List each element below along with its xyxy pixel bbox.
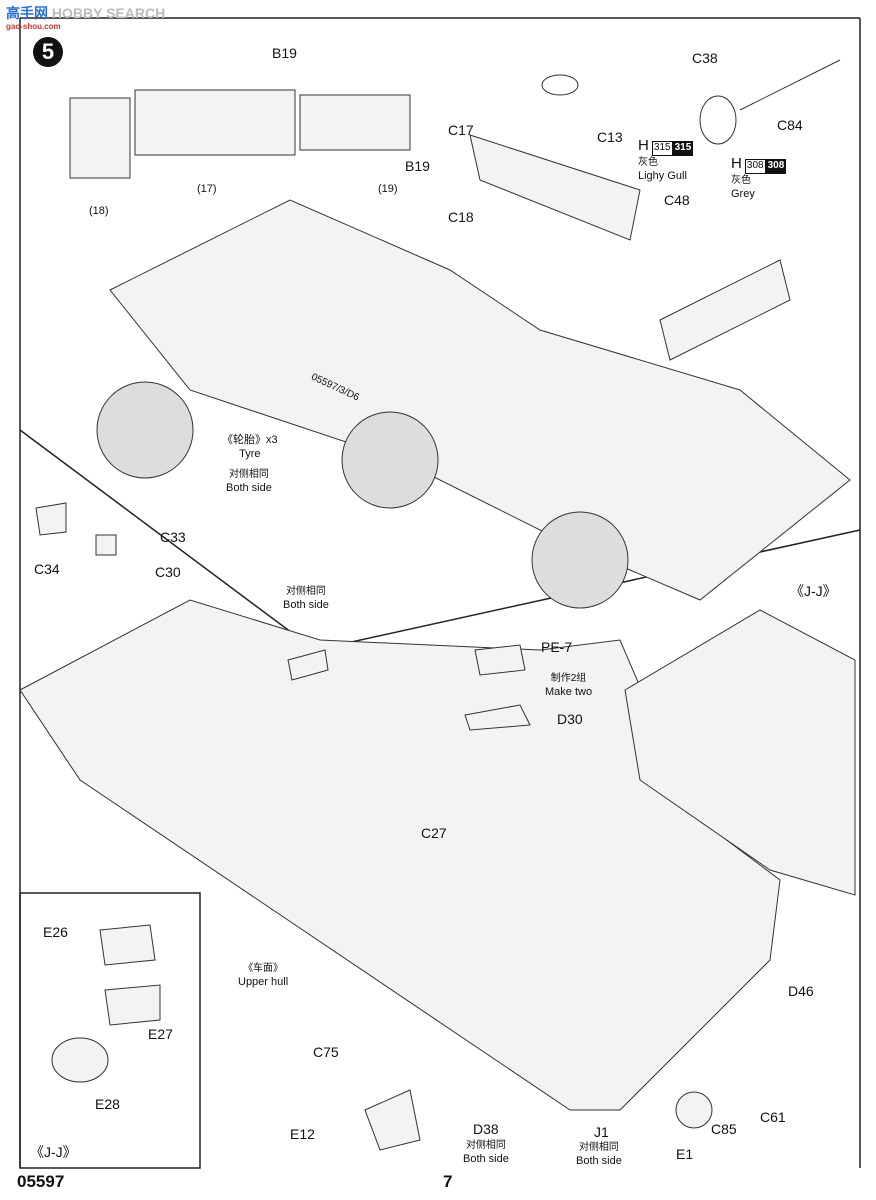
watermark-brand: HOBBY SEARCH (51, 5, 166, 21)
label-sub17: (17) (197, 183, 217, 195)
tyre-en: Tyre (239, 447, 261, 460)
upper-hull-note: 《车面》Upper hull (238, 962, 288, 990)
jj-inset-label: 《J-J》 (30, 1144, 77, 1160)
label-sub18: (18) (89, 205, 109, 217)
label-C48: C48 (664, 192, 690, 208)
part-PE7 (474, 644, 526, 676)
label-C61: C61 (760, 1109, 786, 1125)
watermark-url: gao-shou.com (6, 22, 61, 31)
step-plate (287, 649, 329, 681)
dash-panel-19 (299, 94, 411, 151)
tyre-1 (96, 381, 194, 479)
step-number: 5 (33, 37, 63, 67)
steering-column-C84 (739, 59, 841, 111)
label-C18: C18 (448, 209, 474, 225)
label-D30: D30 (557, 711, 583, 727)
label-D46: D46 (788, 983, 814, 999)
paint-code-solid: 315 (672, 141, 694, 156)
paint-code-outline: 308 (744, 159, 766, 174)
label-E28: E28 (95, 1096, 120, 1112)
tyre-3 (531, 511, 629, 609)
both-cn: 对侧相同 (285, 586, 326, 597)
both-cn: 对侧相同 (465, 1140, 506, 1151)
steering-wheel-C38 (699, 95, 737, 145)
label-sub19: (19) (378, 183, 398, 195)
label-C30: C30 (155, 564, 181, 580)
make-en: Make two (545, 685, 593, 698)
label-C84: C84 (777, 117, 803, 133)
both-en: Both side (463, 1152, 509, 1165)
paint-name-cn: 灰色 (638, 156, 658, 168)
label-C38: C38 (692, 50, 718, 66)
jj-inset-frame (19, 892, 201, 1169)
part-E26 (99, 924, 156, 966)
tyre-2 (341, 411, 439, 509)
label-B19-top: B19 (272, 45, 297, 61)
label-C75: C75 (313, 1044, 339, 1060)
watermark-logo: 高手网 HOBBY SEARCH (6, 3, 165, 23)
page-number: 7 (443, 1172, 453, 1191)
both-en: Both side (226, 481, 272, 494)
label-PE7: PE-7 (541, 639, 573, 655)
label-C13: C13 (597, 129, 623, 145)
both-en: Both side (576, 1154, 622, 1167)
part-D30 (464, 704, 531, 731)
dash-part-B19 (469, 134, 641, 241)
both-cn: 对侧相同 (228, 469, 269, 480)
label-E12: E12 (290, 1126, 315, 1142)
paint-name-en: Lighy Gull (638, 169, 687, 182)
paint-name-en: Grey (731, 187, 755, 200)
label-C27: C27 (421, 825, 447, 841)
label-E26: E26 (43, 924, 68, 940)
label-E1: E1 (676, 1146, 694, 1162)
label-E27: E27 (148, 1026, 173, 1042)
tyre-cn: 《轮胎》x3 (222, 434, 278, 446)
label-C85: C85 (711, 1121, 737, 1137)
paint-name-cn: 灰色 (731, 174, 751, 186)
label-C17: C17 (448, 122, 474, 138)
paint-letter: H (731, 155, 742, 172)
part-E28-cylinder (51, 1037, 109, 1083)
watermark-cn: 高手网 (6, 5, 48, 21)
both-en: Both side (283, 598, 329, 611)
part-E1 (675, 1091, 713, 1129)
part-E27 (104, 984, 161, 1026)
label-C34: C34 (34, 561, 60, 577)
paint-letter: H (638, 137, 649, 154)
part-E12 (364, 1089, 421, 1151)
dash-panel-17 (134, 89, 296, 156)
steering-mount (659, 259, 791, 361)
label-J1: J1 (594, 1124, 609, 1140)
part-C33 (95, 534, 117, 556)
kit-number: 05597 (17, 1172, 65, 1191)
paint-code-outline: 315 (651, 141, 673, 156)
paint-code-solid: 308 (765, 159, 787, 174)
dash-panel-18 (69, 97, 131, 179)
label-D38: D38 (473, 1121, 499, 1137)
hull-cn: 《车面》 (243, 963, 284, 974)
jj-detail-label: 《J-J》 (790, 583, 837, 599)
hull-en: Upper hull (238, 975, 289, 988)
jj-detail-hull (624, 609, 856, 896)
vehicle-body (109, 199, 851, 601)
part-C34 (35, 502, 67, 536)
make-cn: 制作2组 (550, 673, 587, 684)
both-cn: 对侧相同 (578, 1142, 619, 1153)
label-B19: B19 (405, 158, 430, 174)
label-C33: C33 (160, 529, 186, 545)
steering-wheel-top (541, 74, 579, 96)
